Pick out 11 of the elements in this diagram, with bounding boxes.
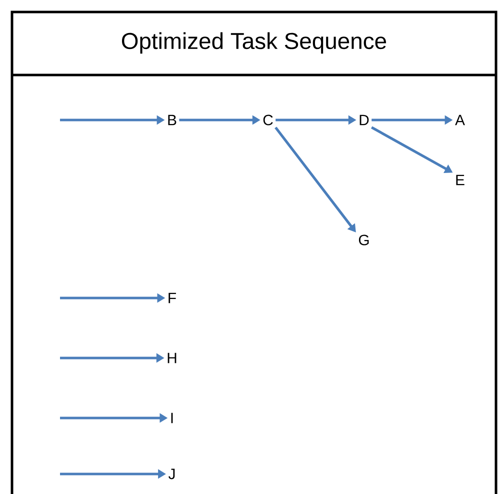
task-letter: G: [358, 234, 369, 246]
task-letter: C: [263, 114, 273, 126]
task-letter: A: [455, 114, 465, 126]
task-letter: D: [360, 114, 369, 126]
task-letter: F: [168, 292, 176, 304]
task-letter: I: [171, 412, 173, 424]
task-letter: E: [456, 174, 464, 186]
title: Optimized Task Sequence: [122, 32, 386, 54]
task-letter: B: [168, 114, 176, 126]
task-letter: H: [168, 352, 176, 364]
task-letter: J: [168, 468, 175, 480]
